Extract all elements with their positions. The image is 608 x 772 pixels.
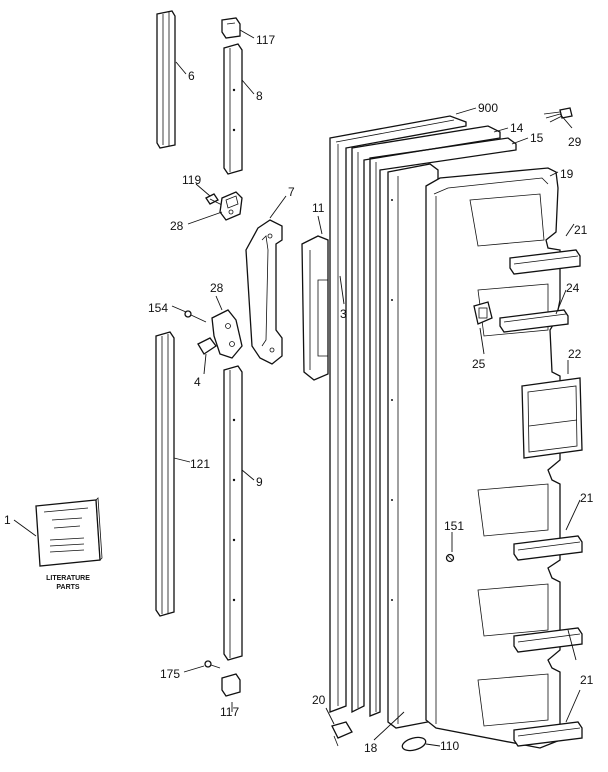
literature-caption-line2: PARTS <box>56 584 80 591</box>
part-154-screw <box>184 310 207 323</box>
callout-151: 151 <box>444 519 464 533</box>
callout-119: 119 <box>182 173 201 187</box>
callout-110: 110 <box>440 739 459 753</box>
part-8-upper-channel <box>223 43 243 175</box>
part-117-top-cap <box>221 17 241 39</box>
part-7-door-handle <box>245 219 283 365</box>
part-20-fastener <box>331 721 353 747</box>
part-25-retainer <box>473 301 493 325</box>
part-29-hardware-pack <box>543 107 573 123</box>
part-4-clip <box>197 337 217 355</box>
callout-15: 15 <box>530 131 544 145</box>
callout-14: 14 <box>510 121 524 135</box>
part-119-screw <box>205 193 223 206</box>
part-24-shelf-bar <box>499 309 569 333</box>
callout-154: 154 <box>148 301 168 315</box>
part-28-upper-hinge <box>219 191 243 221</box>
callout-29: 29 <box>568 135 582 149</box>
part-21-shelf-bar-3 <box>513 627 583 653</box>
part-121-long-trim-strip <box>155 331 175 617</box>
callout-labels: 6 117 8 900 14 15 29 19 119 28 7 11 21 2… <box>4 33 594 755</box>
part-110-cap <box>401 736 427 752</box>
callout-7: 7 <box>288 185 295 199</box>
callout-900: 900 <box>478 101 498 115</box>
callout-11: 11 <box>312 201 325 215</box>
callout-24: 24 <box>566 281 580 295</box>
callout-6: 6 <box>188 69 195 83</box>
callout-8: 8 <box>256 89 263 103</box>
part-21-shelf-bar-2 <box>513 535 583 561</box>
callout-18: 18 <box>364 741 378 755</box>
part-21-shelf-bar-1 <box>509 249 581 275</box>
callout-28-upper: 28 <box>170 219 184 233</box>
callout-25: 25 <box>472 357 486 371</box>
literature-caption-line1: LITERATURE <box>46 575 90 582</box>
part-151-screw <box>445 553 455 563</box>
callout-21-c: 21 <box>580 673 594 687</box>
callout-22: 22 <box>568 347 582 361</box>
callout-1: 1 <box>4 513 11 527</box>
callout-21-b: 21 <box>580 491 594 505</box>
part-19-door-liner <box>425 167 561 749</box>
part-900-door-outer-panel <box>329 115 467 713</box>
callout-21-a: 21 <box>574 223 588 237</box>
part-21-shelf-bar-4 <box>513 721 583 747</box>
callout-3: 3 <box>340 307 347 321</box>
callout-19: 19 <box>560 167 574 181</box>
part-1-literature-booklet: LITERATURE PARTS <box>35 497 103 591</box>
callout-9: 9 <box>256 475 263 489</box>
callout-175: 175 <box>160 667 180 681</box>
callout-121: 121 <box>190 457 210 471</box>
part-6-trim-strip <box>156 10 176 149</box>
callout-28-lower: 28 <box>210 281 224 295</box>
callout-20: 20 <box>312 693 326 707</box>
callout-117-bottom: 117 <box>220 705 239 719</box>
part-9-lower-channel <box>223 365 243 661</box>
part-175-screw <box>204 660 221 669</box>
part-11-handle-bracket <box>301 235 329 381</box>
part-117-bottom-cap <box>221 673 241 697</box>
part-22-dairy-door <box>521 377 583 459</box>
callout-117-top: 117 <box>256 33 275 47</box>
part-28-lower-hinge <box>211 309 243 359</box>
part-15-inner-frame <box>369 137 517 717</box>
callout-4: 4 <box>194 375 201 389</box>
leader-lines <box>13 29 581 747</box>
